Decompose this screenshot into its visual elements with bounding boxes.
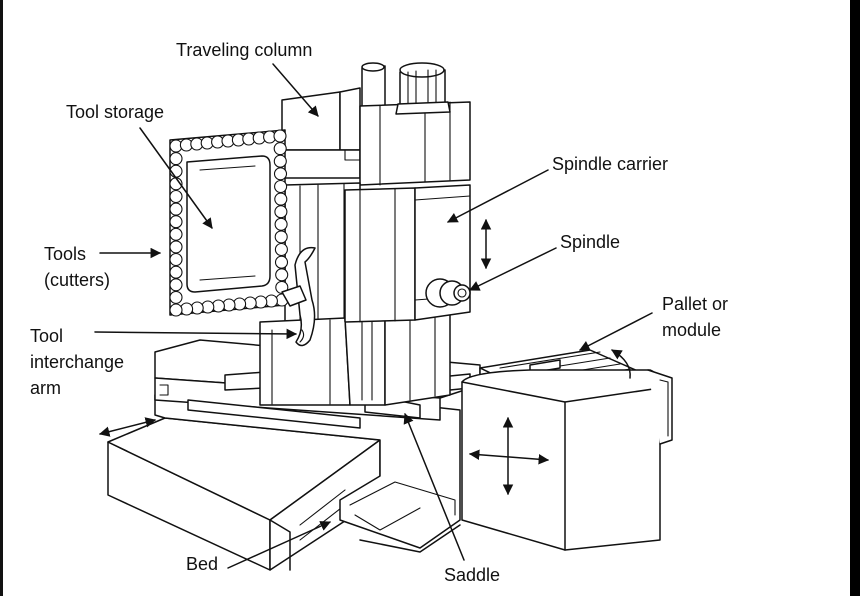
label-interchange: interchange xyxy=(30,352,124,372)
traveling-column xyxy=(259,62,471,406)
tool-pocket xyxy=(274,217,288,231)
label-traveling-column: Traveling column xyxy=(176,40,312,60)
tool-pocket xyxy=(273,154,287,168)
labels: Traveling column Tool storage Spindle ca… xyxy=(30,40,728,585)
tool-pocket xyxy=(169,215,183,229)
table-x-arrow xyxy=(468,449,550,465)
tool-pocket xyxy=(169,202,183,216)
spindle xyxy=(425,278,471,308)
tool-ring xyxy=(169,129,289,317)
tool-pocket xyxy=(273,142,287,156)
table-rotation-arrow xyxy=(611,349,631,379)
label-saddle: Saddle xyxy=(444,565,500,585)
tool-pocket xyxy=(169,290,183,304)
right-border xyxy=(850,0,860,596)
tool-pocket xyxy=(274,192,288,206)
label-module: module xyxy=(662,320,721,340)
tool-pocket xyxy=(275,268,289,282)
tool-pocket xyxy=(169,278,183,292)
tool-pocket xyxy=(274,230,288,244)
label-spindle-carrier: Spindle carrier xyxy=(552,154,668,174)
tool-interchange-arm xyxy=(281,246,316,347)
label-bed: Bed xyxy=(186,554,218,574)
tool-pocket xyxy=(169,189,183,204)
tool-pocket xyxy=(274,205,288,219)
leader-lines xyxy=(94,63,653,569)
motion-arrows xyxy=(98,218,631,496)
rotary-table xyxy=(461,369,673,551)
tool-pocket xyxy=(169,240,183,254)
tool-pocket xyxy=(273,167,288,181)
tool-pocket xyxy=(169,252,183,267)
label-tool-storage: Tool storage xyxy=(66,102,164,122)
tool-pocket xyxy=(273,129,287,143)
bed xyxy=(107,379,461,571)
tool-pocket xyxy=(169,265,183,279)
tool-pocket xyxy=(169,227,183,241)
label-tool: Tool xyxy=(30,326,63,346)
tool-pocket xyxy=(274,179,288,194)
left-border xyxy=(0,0,3,596)
tool-storage xyxy=(169,129,289,317)
label-spindle: Spindle xyxy=(560,232,620,252)
label-pallet: Pallet or xyxy=(662,294,728,314)
label-cutters: (cutters) xyxy=(44,270,110,290)
tool-pocket xyxy=(169,152,183,166)
tool-pocket xyxy=(274,242,288,257)
tool-pocket xyxy=(169,303,183,317)
column-travel-arrow xyxy=(98,417,157,437)
label-tools: Tools xyxy=(44,244,86,264)
label-arm: arm xyxy=(30,378,61,398)
tool-pocket xyxy=(274,255,289,269)
